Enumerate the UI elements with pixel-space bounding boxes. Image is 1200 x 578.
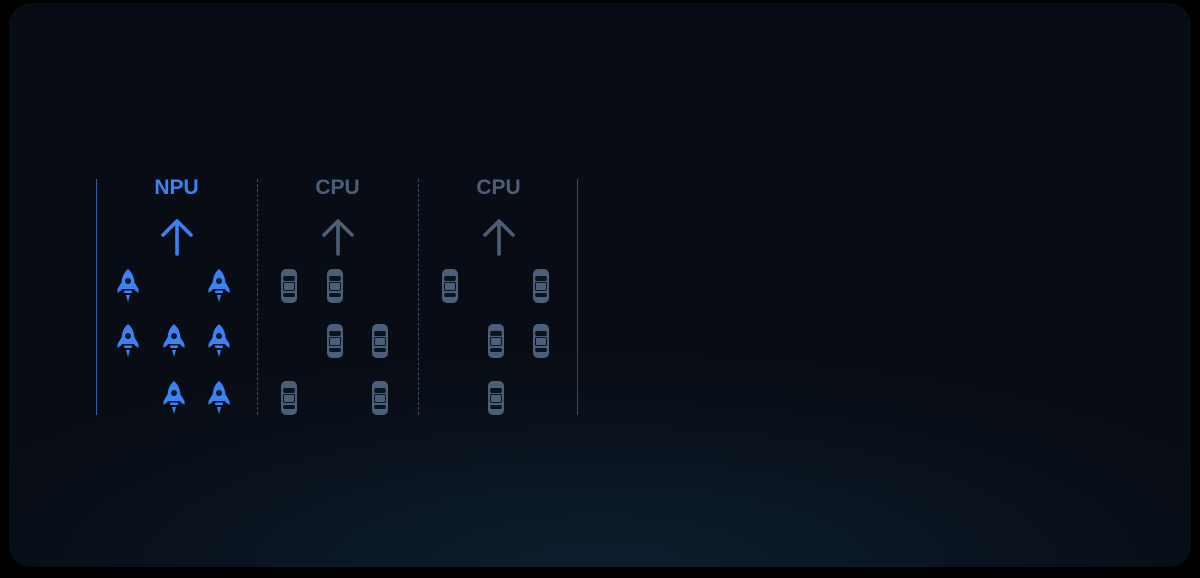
car-icon [487,380,505,416]
lane-border-left [96,179,97,415]
rocket-icon [208,323,230,359]
arrow-up-icon [159,218,195,256]
rocket-icon [163,323,185,359]
diagram-card: NPU CPU CPU [9,3,1191,567]
rocket-icon [163,380,185,416]
car-icon [326,268,344,304]
car-icon [532,323,550,359]
lane-label-cpu: CPU [315,176,360,199]
car-icon [487,323,505,359]
lane-divider [418,179,419,415]
car-icon [371,323,389,359]
car-icon [441,268,459,304]
lane-label-cpu: CPU [476,176,521,199]
rocket-icon [208,268,230,304]
rocket-icon [208,380,230,416]
car-icon [532,268,550,304]
lane-label-npu: NPU [154,176,199,199]
lane-divider [257,179,258,415]
car-icon [280,380,298,416]
rocket-icon [117,323,139,359]
car-icon [280,268,298,304]
arrow-up-icon [481,218,517,256]
arrow-up-icon [320,218,356,256]
car-icon [326,323,344,359]
lane-border-right [577,179,578,415]
car-icon [371,380,389,416]
rocket-icon [117,268,139,304]
